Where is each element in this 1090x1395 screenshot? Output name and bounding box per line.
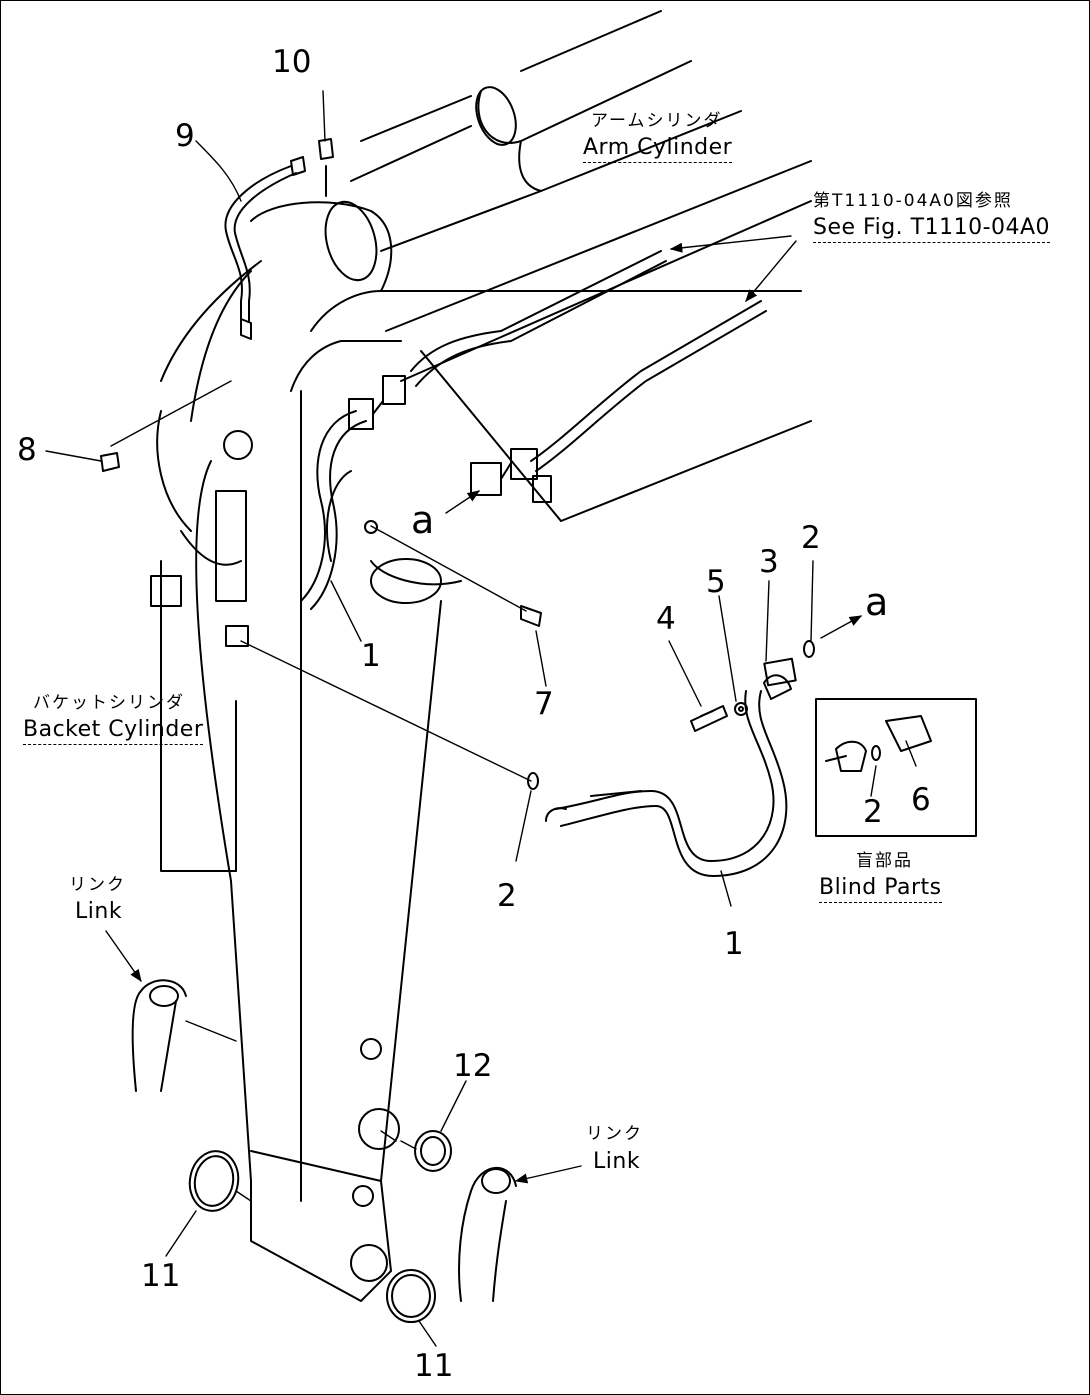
callout-2-right: 2	[801, 520, 821, 556]
callout-3: 3	[759, 544, 779, 580]
blind-parts-box	[815, 698, 977, 837]
link-left-label-jp: リンク	[69, 875, 126, 895]
connection-mark-a-right: a	[865, 580, 889, 624]
callout-2-lower: 2	[497, 878, 517, 914]
arm-body-outline	[160, 160, 812, 1302]
see-fig-label-en: See Fig. T1110-04A0	[813, 217, 1051, 243]
callout-6: 6	[911, 782, 931, 818]
callout-2-blind: 2	[863, 794, 883, 830]
link-right-label-jp: リンク	[586, 1124, 643, 1144]
callout-11-bottom: 11	[414, 1348, 454, 1384]
bucket-cylinder-label-jp: バケットシリンダ	[33, 693, 185, 713]
callout-5: 5	[706, 564, 726, 600]
connection-mark-a-left: a	[411, 498, 435, 542]
callout-9: 9	[175, 118, 195, 154]
callout-7: 7	[534, 686, 554, 722]
pipes	[410, 250, 767, 472]
see-fig-label-jp: 第T1110-04A0図参照	[813, 191, 1013, 211]
small-parts	[100, 138, 815, 790]
callout-1-lower: 1	[724, 926, 744, 962]
callout-4: 4	[656, 601, 676, 637]
link-left	[131, 979, 187, 1092]
hose-upper	[300, 375, 406, 610]
arm-cylinder-label-jp: アームシリンダ	[591, 111, 723, 131]
hose-assembly-1	[545, 657, 797, 877]
callout-8: 8	[17, 432, 37, 468]
link-right	[458, 1166, 517, 1302]
leader-lines	[45, 90, 917, 1347]
wiring-9	[224, 165, 327, 322]
arm-cylinder-outline	[350, 10, 742, 252]
o-rings-11	[188, 1150, 436, 1323]
blind-parts-label-en: Blind Parts	[819, 877, 942, 903]
bucket-cylinder-label-en: Backet Cylinder	[23, 719, 204, 745]
callout-11-left: 11	[141, 1258, 181, 1294]
link-right-label-en: Link	[593, 1149, 641, 1174]
washer-12	[414, 1130, 452, 1172]
bucket-cylinder-outline	[150, 410, 249, 872]
callout-12: 12	[453, 1048, 493, 1084]
arrows	[105, 235, 863, 1184]
block-a	[470, 448, 552, 503]
link-left-label-en: Link	[75, 899, 123, 924]
callout-10: 10	[272, 44, 312, 80]
blind-parts-label-jp: 盲部品	[856, 851, 913, 871]
arm-cylinder-label-en: Arm Cylinder	[583, 137, 733, 163]
callout-1-upper: 1	[361, 638, 381, 674]
